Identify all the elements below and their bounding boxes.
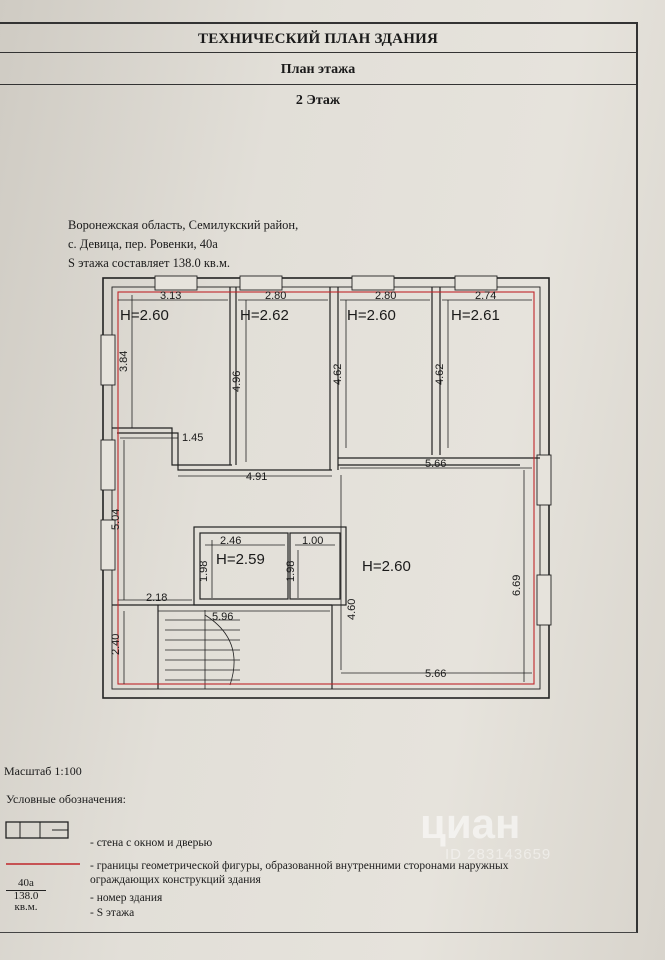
address-line-2: с. Девица, пер. Ровенки, 40а	[68, 237, 218, 251]
legend-symbols	[5, 821, 80, 865]
dim-label: 5.04	[110, 509, 122, 530]
outer-walls	[102, 277, 550, 699]
dim-label: 3.84	[118, 351, 130, 372]
bathroom-inner	[199, 532, 289, 600]
page-frame	[0, 22, 638, 933]
legend-wall: - стена с окном и дверью	[90, 837, 213, 849]
window-right-2	[536, 574, 552, 626]
window-left-1	[100, 334, 116, 386]
floor-area-text: S этажа составляет 138.0 кв.м.	[68, 256, 230, 270]
floor-label: 2 Этаж	[295, 93, 341, 108]
dim-label: 2.80	[375, 290, 396, 302]
dimension-labels: 3.13 2.80 2.80 2.74 1.45 4.91 5.66 2.46 …	[110, 290, 523, 680]
dim-label: 1.98	[285, 561, 297, 582]
stair-arrow	[204, 614, 235, 686]
dim-label: 4.60	[346, 599, 358, 620]
legend-number: - номер здания	[90, 892, 163, 904]
dim-label: 5.66	[425, 458, 446, 470]
legend-boundary-2: ограждающих конструкций здания	[90, 874, 261, 886]
height-room-3: H=2.60	[347, 307, 396, 324]
staircase	[165, 610, 240, 689]
dim-label: 4.96	[231, 371, 243, 392]
height-room-2: H=2.62	[240, 307, 289, 324]
outer-wall-rect	[102, 277, 550, 699]
window-top-3	[351, 275, 395, 291]
window-top-4	[454, 275, 498, 291]
legend-boundary-1: - границы геометрической фигуры, образов…	[90, 860, 509, 872]
watermark-id: ID 283143659	[445, 846, 552, 863]
boundary-line	[117, 291, 535, 685]
height-room-1: H=2.60	[120, 307, 169, 324]
dim-label: 2.18	[146, 592, 167, 604]
dim-label: 3.13	[160, 290, 181, 302]
dim-label: 5.96	[212, 611, 233, 623]
dimension-lines	[118, 295, 532, 684]
dim-label: 4.62	[332, 364, 344, 385]
window-right-1	[536, 454, 552, 506]
dim-label: 2.74	[475, 290, 496, 302]
window-left-2	[100, 439, 116, 491]
dim-label: 5.66	[425, 668, 446, 680]
window-top-2	[239, 275, 283, 291]
interior-walls	[112, 287, 540, 689]
dim-label: 2.46	[220, 535, 241, 547]
dim-label: 2.40	[110, 634, 122, 655]
document-title: ТЕХНИЧЕСКИЙ ПЛАН ЗДАНИЯ	[0, 22, 636, 53]
height-hall: H=2.60	[362, 558, 411, 575]
address-line-1: Воронежская область, Семилукский район,	[68, 218, 299, 232]
windows	[100, 275, 552, 626]
window-top-1	[154, 275, 198, 291]
dim-label: 1.00	[302, 535, 323, 547]
room-heights: H=2.60 H=2.62 H=2.60 H=2.61 H=2.59 H=2.6…	[120, 307, 500, 575]
address-block: Воронежская область, Семилукский район, …	[68, 216, 298, 273]
plan-subtitle: План этажа	[0, 54, 636, 85]
storage-inner	[289, 532, 341, 600]
dim-label: 2.80	[265, 290, 286, 302]
dim-label: 6.69	[511, 575, 523, 596]
wall-corridor-top	[117, 432, 332, 471]
symbol-building-number: 40а	[18, 877, 34, 889]
wall-room1-bottom	[112, 427, 232, 466]
dim-label: 4.62	[434, 364, 446, 385]
height-room-4: H=2.61	[451, 307, 500, 324]
dim-label: 1.45	[182, 432, 203, 444]
window-left-3	[100, 519, 116, 571]
symbol-floor-area: 138.0 кв.м.	[6, 890, 46, 913]
legend-symbol-text: 40а 138.0 кв.м.	[6, 878, 46, 913]
legend-title: Условные обозначения:	[6, 792, 127, 806]
dim-label: 4.91	[246, 471, 267, 483]
watermark-logo: циан	[420, 800, 521, 847]
legend-area: - S этажа	[90, 907, 135, 919]
height-bathroom: H=2.59	[216, 551, 265, 568]
inner-wall-rect	[111, 286, 541, 690]
dim-label: 1.98	[198, 561, 210, 582]
scale-label: Масштаб 1:100	[4, 764, 82, 778]
